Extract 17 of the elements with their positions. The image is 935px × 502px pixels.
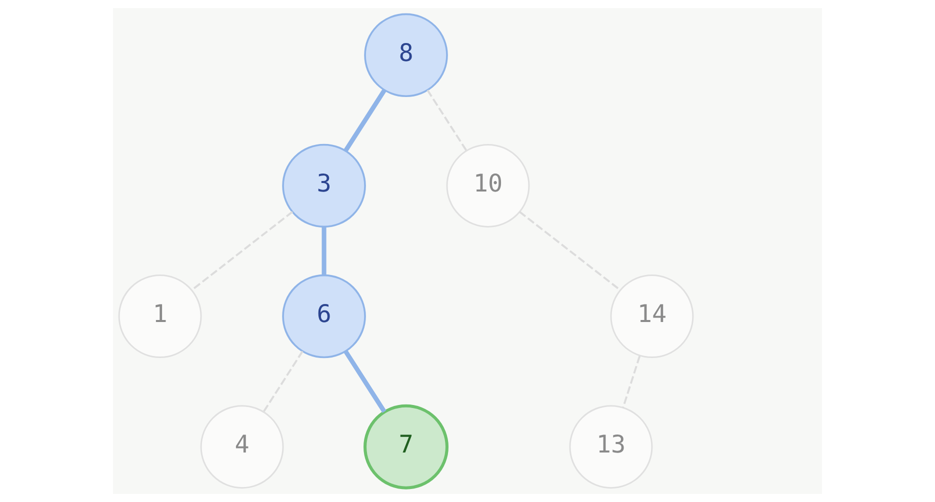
node-circle: 10 [446,144,530,228]
node-circle: 1 [118,274,202,358]
connector [262,350,304,412]
node-circle: 3 [282,144,366,228]
node-circle: 4 [200,405,284,489]
node-circle: 8 [364,13,448,98]
connector [426,90,468,152]
node-circle: 6 [282,274,366,358]
node-circle: 14 [610,274,694,358]
connector [519,211,620,291]
connector [344,350,386,413]
node-circle: 7 [364,404,449,490]
connector [622,356,641,408]
node-circle: 13 [569,405,653,489]
connector [322,226,326,276]
connector [192,211,294,291]
connector [344,88,386,152]
